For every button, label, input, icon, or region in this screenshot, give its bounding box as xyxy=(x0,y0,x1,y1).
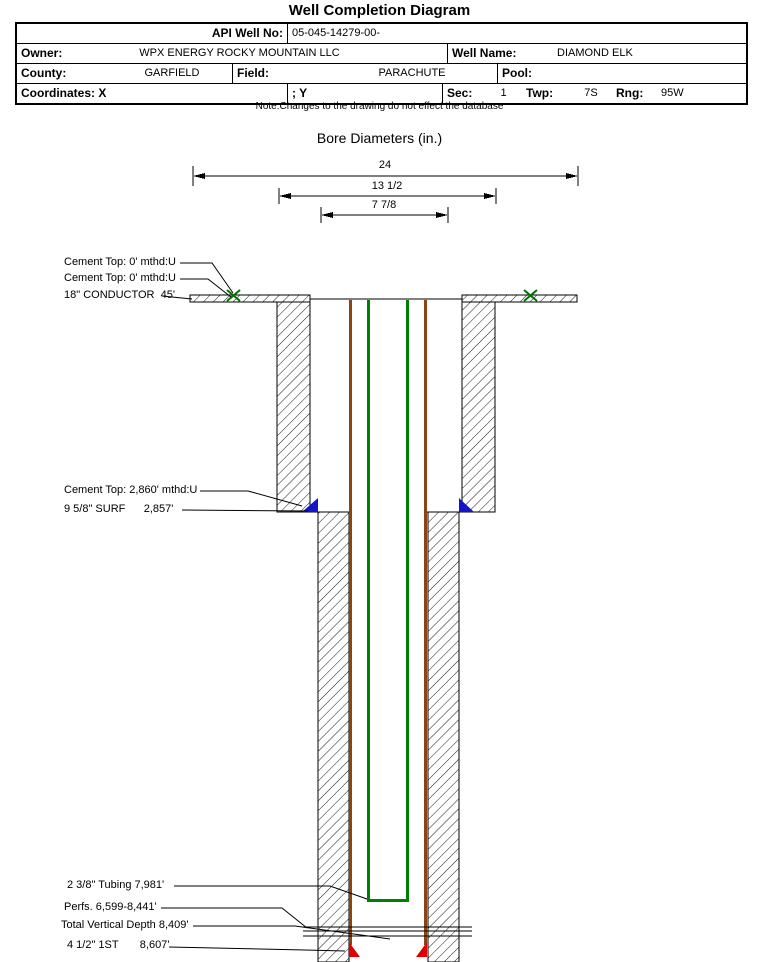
wellhead-flange-right xyxy=(461,294,578,303)
api-well-no-value: 05-045-14279-00- xyxy=(287,24,746,43)
sec-value: 1 xyxy=(500,87,507,99)
arrowhead-right-icon xyxy=(436,212,448,218)
county-value: GARFIELD xyxy=(144,67,200,79)
arrowhead-right-icon xyxy=(484,193,496,199)
tubing-label: 2 3/8" Tubing 7,981' xyxy=(67,879,165,891)
surface-casing-label: 9 5/8" SURF 2,857' xyxy=(64,503,174,515)
pool-label: Pool: xyxy=(497,64,577,83)
tubing-right xyxy=(406,300,409,902)
well-name-value: DIAMOND ELK xyxy=(557,47,633,59)
coordinates-label: Coordinates: X xyxy=(21,86,107,100)
surface-casing-wall-right xyxy=(427,511,460,962)
perforations-label: Perfs. 6,599-8,441' xyxy=(64,901,157,913)
cement-top-0-label-1: Cement Top: 0' mthd:U xyxy=(64,256,176,268)
twp-value: 7S xyxy=(584,87,598,99)
field-value: PARACHUTE xyxy=(378,67,446,79)
cement-top-marker-right-icon xyxy=(523,289,538,302)
page-title: Well Completion Diagram xyxy=(288,2,471,19)
coordinates-y-label: ; Y xyxy=(287,84,442,103)
dimension-label-7-7-8: 7 7/8 xyxy=(371,199,397,211)
dimension-label-13-1-2: 13 1/2 xyxy=(371,180,403,192)
arrowhead-left-icon xyxy=(321,212,333,218)
production-shoe-left-icon xyxy=(349,942,360,957)
table-row-county: County: GARFIELD Field: PARACHUTE Pool: xyxy=(17,64,746,84)
table-row-coordinates: Coordinates: X ; Y Sec: 1 Twp: 7S Rng: 9… xyxy=(17,84,746,103)
surface-casing-wall-left xyxy=(317,511,350,962)
table-row-api: API Well No: 05-045-14279-00- xyxy=(17,24,746,44)
rng-value: 95W xyxy=(661,87,684,99)
county-label: County: xyxy=(21,66,67,80)
dimension-label-24: 24 xyxy=(378,159,392,171)
production-casing-label: 4 1/2" 1ST 8,607' xyxy=(67,939,170,951)
arrowhead-left-icon xyxy=(193,173,205,179)
table-row-owner: Owner: WPX ENERGY ROCKY MOUNTAIN LLC Wel… xyxy=(17,44,746,64)
api-well-no-label: API Well No: xyxy=(211,26,283,40)
tubing-bottom xyxy=(367,899,409,902)
production-shoe-right-icon xyxy=(416,942,427,957)
header-table: API Well No: 05-045-14279-00- Owner: WPX… xyxy=(15,22,748,105)
conductor-wall-right xyxy=(461,301,496,513)
dimension-24 xyxy=(192,166,579,186)
dimension-7-7-8 xyxy=(320,207,449,223)
conductor-casing-label: 18" CONDUCTOR 45' xyxy=(64,289,175,301)
cement-top-0-label-2: Cement Top: 0' mthd:U xyxy=(64,272,176,284)
field-label: Field: xyxy=(232,64,327,83)
total-vertical-depth-label: Total Vertical Depth 8,409' xyxy=(61,919,189,931)
sec-label: Sec: xyxy=(442,84,485,103)
dimension-13-1-2 xyxy=(278,188,497,204)
cement-top-marker-left-icon xyxy=(226,289,241,302)
twp-label: Twp: xyxy=(526,86,554,100)
production-casing-right xyxy=(424,300,427,945)
cement-top-2860-label: Cement Top: 2,860' mthd:U xyxy=(64,484,198,496)
bore-diameters-title: Bore Diameters (in.) xyxy=(316,130,443,146)
wellhead-flange-left xyxy=(189,294,311,303)
arrowhead-right-icon xyxy=(566,173,578,179)
surface-shoe-right-icon xyxy=(459,498,474,512)
production-casing-left xyxy=(349,300,352,945)
owner-label: Owner: xyxy=(21,46,63,60)
rng-label: Rng: xyxy=(616,86,644,100)
tubing-left xyxy=(367,300,370,902)
surface-shoe-left-icon xyxy=(302,498,318,512)
database-note: Note:Changes to the drawing do not effec… xyxy=(255,101,504,112)
conductor-wall-left xyxy=(276,301,311,513)
leader-lines xyxy=(161,262,391,952)
owner-value: WPX ENERGY ROCKY MOUNTAIN LLC xyxy=(139,47,340,59)
well-name-label: Well Name: xyxy=(447,44,542,63)
arrowhead-left-icon xyxy=(279,193,291,199)
